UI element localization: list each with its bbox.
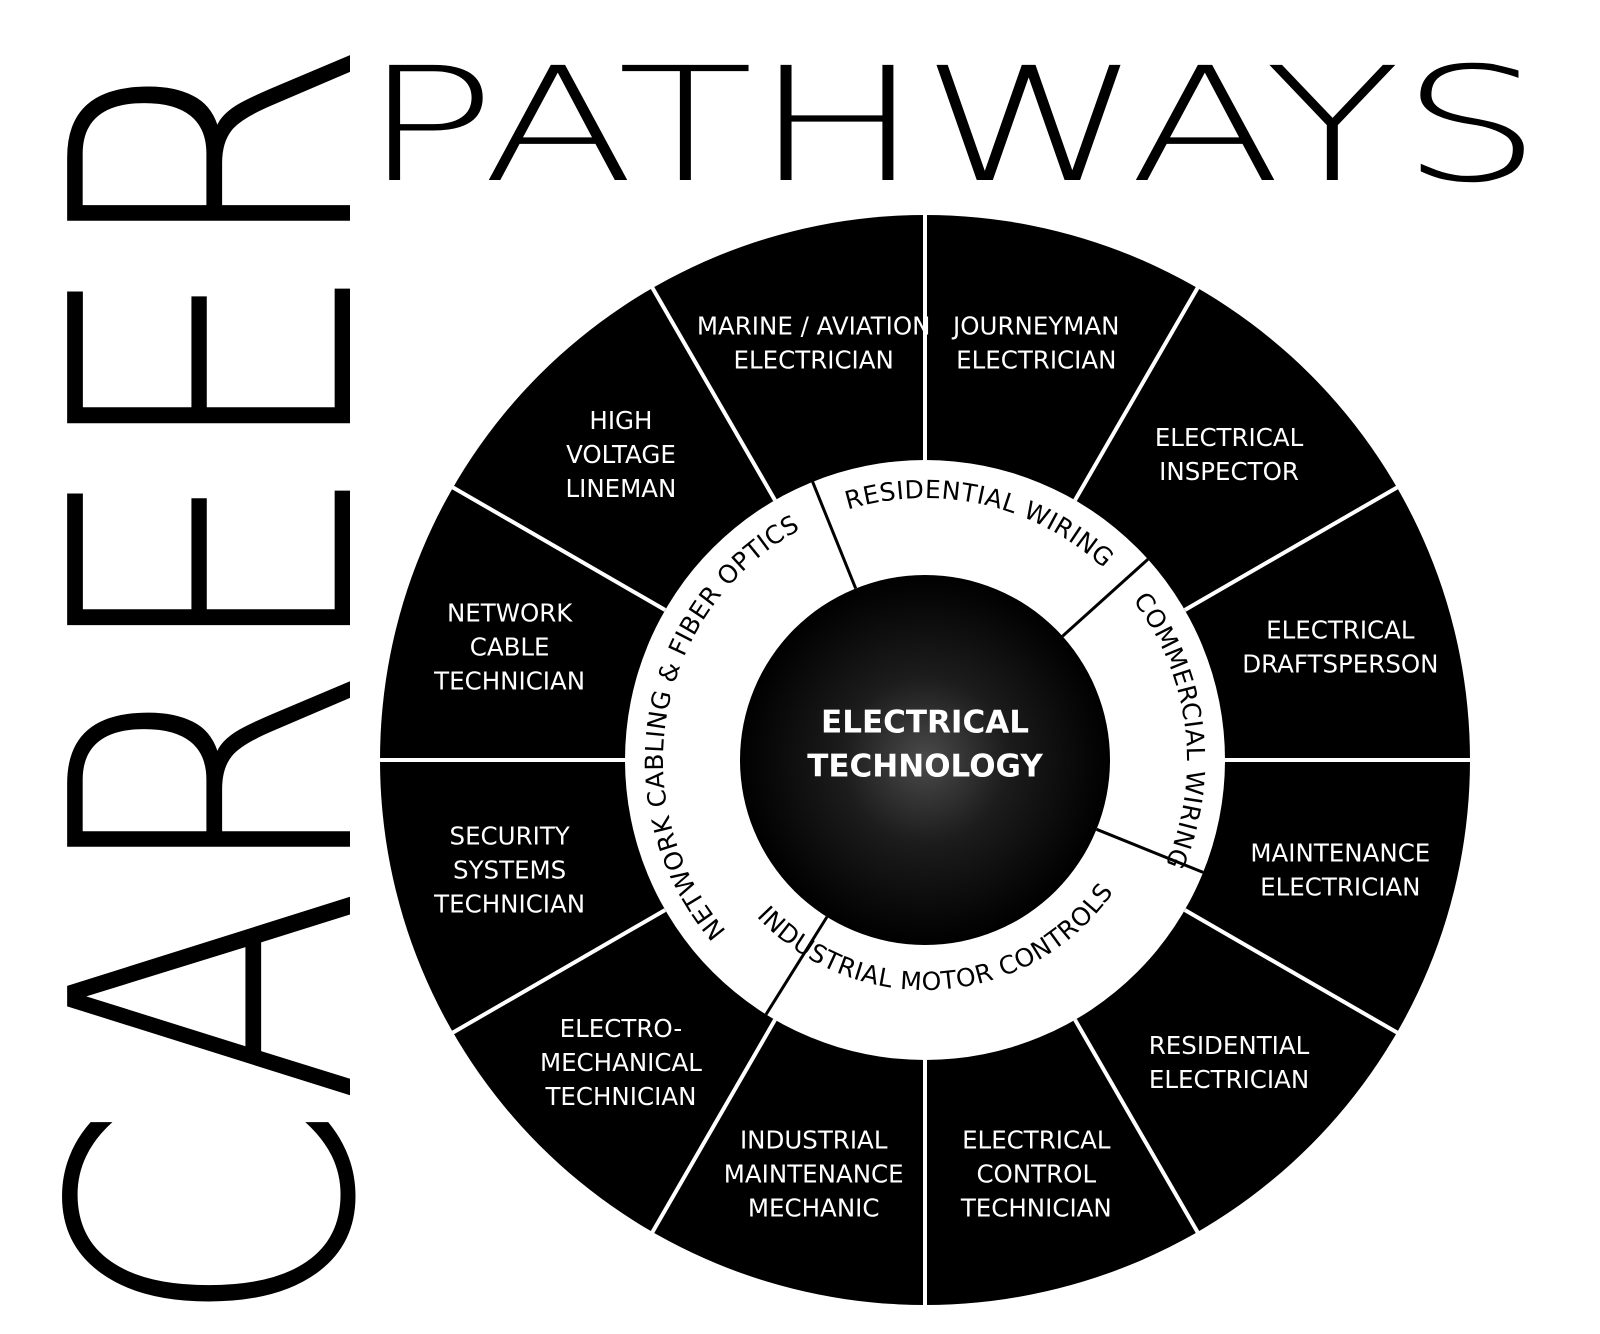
outer-ring-label-line: ELECTRICIAN bbox=[1149, 1065, 1309, 1094]
outer-ring-labels: JOURNEYMAN ELECTRICIAN ELECTRICAL INSPECTOR… bbox=[433, 312, 1438, 1223]
outer-ring-label-line: HIGH bbox=[589, 406, 652, 435]
outer-ring-label-line: ELECTRICIAN bbox=[1260, 872, 1420, 901]
outer-ring-label-line: TECHNICIAN bbox=[960, 1193, 1112, 1222]
outer-divider-line bbox=[1183, 908, 1402, 1037]
outer-ring-label-line: ELECTRO- bbox=[560, 1014, 683, 1043]
outer-ring-label-line: RESIDENTIAL bbox=[1149, 1031, 1310, 1060]
outer-divider-line bbox=[1073, 283, 1202, 502]
outer-ring-label-line: MARINE / AVIATION bbox=[697, 312, 931, 341]
outer-ring-label-line: DRAFTSPERSON bbox=[1242, 650, 1438, 679]
outer-ring-label-line: LINEMAN bbox=[565, 474, 676, 503]
outer-ring-label-line: CONTROL bbox=[976, 1159, 1096, 1188]
outer-divider-line bbox=[448, 908, 667, 1037]
outer-ring-label-line: NETWORK bbox=[447, 599, 573, 628]
inner-divider-line bbox=[764, 916, 829, 1016]
center-label-line-1: ELECTRICAL bbox=[821, 705, 1029, 741]
outer-divider-line bbox=[648, 1018, 777, 1237]
inner-divider-line bbox=[1095, 827, 1204, 874]
outer-ring-label-line: MECHANIC bbox=[748, 1193, 880, 1222]
outer-ring-label-line: VOLTAGE bbox=[566, 440, 676, 469]
inner-ring-dividers bbox=[764, 481, 1204, 1016]
outer-ring-label-line: ELECTRICAL bbox=[962, 1125, 1111, 1154]
outer-ring-label-line: TECHNICIAN bbox=[433, 667, 585, 696]
outer-ring-label-line: ELECTRICAL bbox=[1266, 616, 1415, 645]
outer-ring-label-line: ELECTRICIAN bbox=[734, 346, 894, 375]
outer-divider-line bbox=[648, 283, 777, 502]
outer-ring-label-line: ELECTRICAL bbox=[1155, 423, 1304, 452]
outer-ring-label-line: MAINTENANCE bbox=[724, 1159, 904, 1188]
outer-ring-label-line: INSPECTOR bbox=[1159, 457, 1299, 486]
outer-ring-label-line: SYSTEMS bbox=[453, 855, 566, 884]
outer-ring-label-line: CABLE bbox=[470, 633, 550, 662]
career-title: CAREER bbox=[0, 38, 442, 1328]
outer-ring-label-line: MAINTENANCE bbox=[1250, 838, 1430, 867]
outer-ring-label-line: TECHNICIAN bbox=[544, 1082, 696, 1111]
outer-ring-label-line: INDUSTRIAL bbox=[740, 1125, 888, 1154]
outer-ring-label-line: TECHNICIAN bbox=[433, 889, 585, 918]
inner-divider-line bbox=[1061, 558, 1149, 638]
outer-ring-dividers bbox=[376, 211, 1474, 1309]
outer-divider-line bbox=[1183, 483, 1402, 612]
outer-ring-label-line: ELECTRICIAN bbox=[956, 346, 1116, 375]
outer-ring-label-line: JOURNEYMAN bbox=[951, 312, 1119, 341]
center-label-line-2: TECHNOLOGY bbox=[807, 749, 1043, 785]
outer-ring-label-line: MECHANICAL bbox=[540, 1048, 702, 1077]
outer-divider-line bbox=[448, 483, 667, 612]
pathways-title: PATHWAYS bbox=[362, 34, 1542, 218]
center-hub bbox=[740, 575, 1110, 945]
inner-divider-line bbox=[811, 481, 858, 590]
outer-ring-label-line: SECURITY bbox=[450, 821, 571, 850]
outer-divider-line bbox=[1073, 1018, 1202, 1237]
